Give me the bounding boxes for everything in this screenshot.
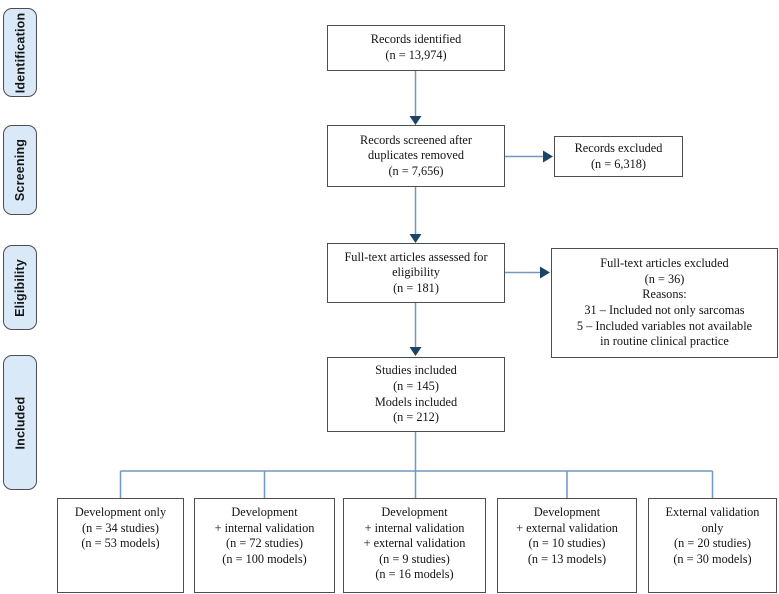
- stage-included-label: Included: [13, 396, 27, 449]
- outcome-development-internal-box: Development + internal validation (n = 7…: [194, 498, 335, 593]
- records-excluded-box: Records excluded (n = 6,318): [554, 136, 683, 177]
- stage-eligibility-label: Eligibility: [13, 258, 28, 317]
- stage-eligibility: Eligibility: [3, 245, 37, 330]
- stage-identification-label: Identification: [13, 12, 28, 93]
- records-identified-box: Records identified (n = 13,974): [327, 25, 505, 71]
- arrowhead-down-2: [409, 234, 422, 243]
- arrowhead-down-1: [409, 116, 422, 125]
- outcome-development-internal-external-box: Development + internal validation + exte…: [343, 498, 486, 593]
- studies-included-box: Studies included (n = 145) Models includ…: [327, 357, 505, 432]
- fulltext-excluded-box: Full-text articles excluded (n = 36) Rea…: [551, 248, 778, 358]
- stage-identification: Identification: [3, 8, 37, 97]
- outcome-development-external-box: Development + external validation (n = 1…: [497, 498, 637, 593]
- outcome-development-only-box: Development only (n = 34 studies) (n = 5…: [57, 498, 184, 593]
- records-screened-box: Records screened after duplicates remove…: [327, 125, 505, 187]
- arrowhead-right-2: [540, 266, 550, 279]
- arrowhead-down-3: [409, 347, 422, 356]
- stage-included: Included: [3, 355, 37, 490]
- branch-tree: [119, 432, 714, 498]
- arrowhead-right-1: [543, 150, 553, 163]
- stage-screening-label: Screening: [13, 138, 27, 202]
- stage-screening: Screening: [3, 125, 37, 215]
- outcome-external-validation-only-box: External validation only (n = 20 studies…: [648, 498, 777, 593]
- fulltext-assessed-box: Full-text articles assessed for eligibil…: [327, 243, 505, 303]
